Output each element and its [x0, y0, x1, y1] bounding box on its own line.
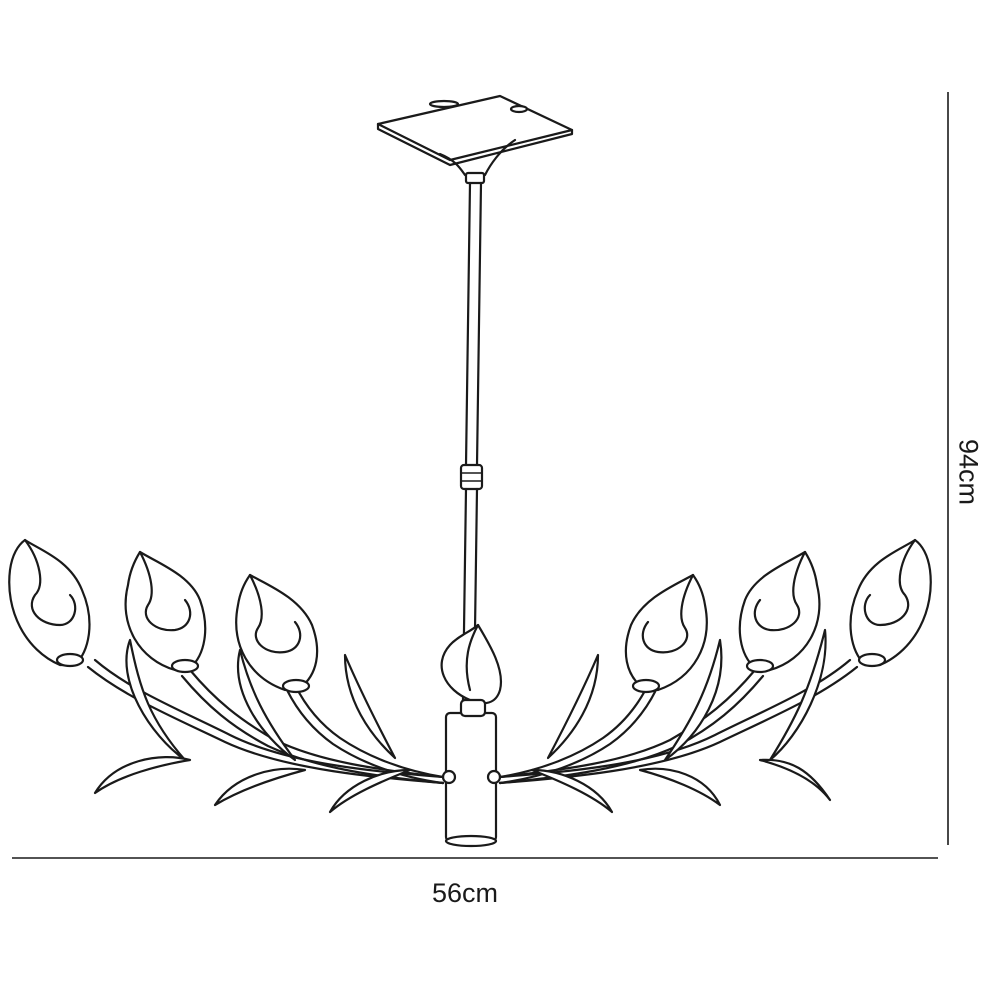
- suspension-rod: [459, 171, 486, 702]
- lamp-shade-left-1: [8, 538, 91, 668]
- lamp-arm-left-3: [285, 653, 445, 814]
- lamp-shade-left-2: [124, 550, 207, 674]
- ceiling-canopy: [376, 94, 574, 177]
- width-dimension-label: 56cm: [432, 878, 499, 908]
- central-hub: [441, 698, 502, 848]
- lamp-arm-right-3: [498, 653, 658, 814]
- lamp-shade-right-1: [849, 538, 932, 668]
- height-dimension-label: 94cm: [953, 438, 984, 506]
- lamp-arm-right-1: [498, 628, 859, 802]
- lamp-shade-left-3: [235, 573, 319, 694]
- lamp-shade-right-3: [624, 573, 708, 694]
- lamp-shade-right-2: [738, 550, 821, 674]
- lamp-center: [440, 623, 503, 705]
